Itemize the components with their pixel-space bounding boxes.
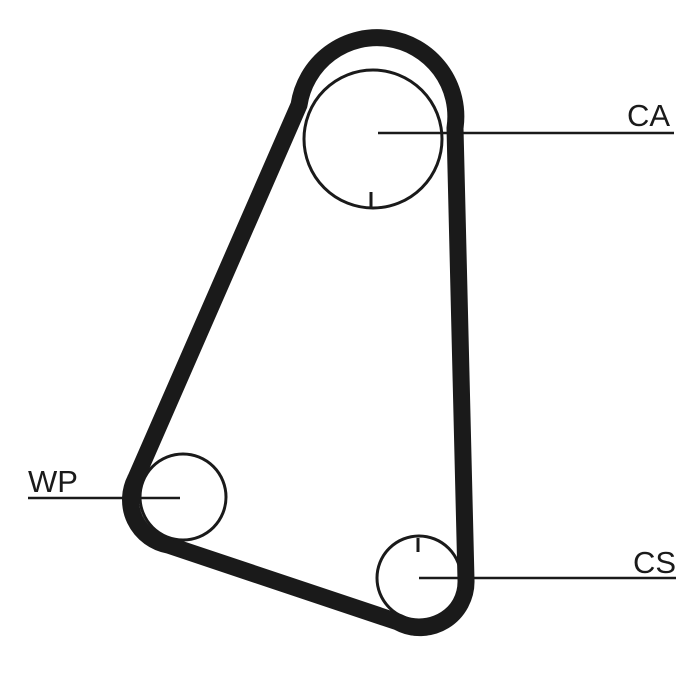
ca-label: CA: [627, 98, 670, 133]
cs-label: CS: [633, 545, 676, 580]
wp-label: WP: [28, 464, 78, 499]
timing-belt: [122, 29, 475, 637]
camshaft-pulley: [302, 68, 444, 210]
